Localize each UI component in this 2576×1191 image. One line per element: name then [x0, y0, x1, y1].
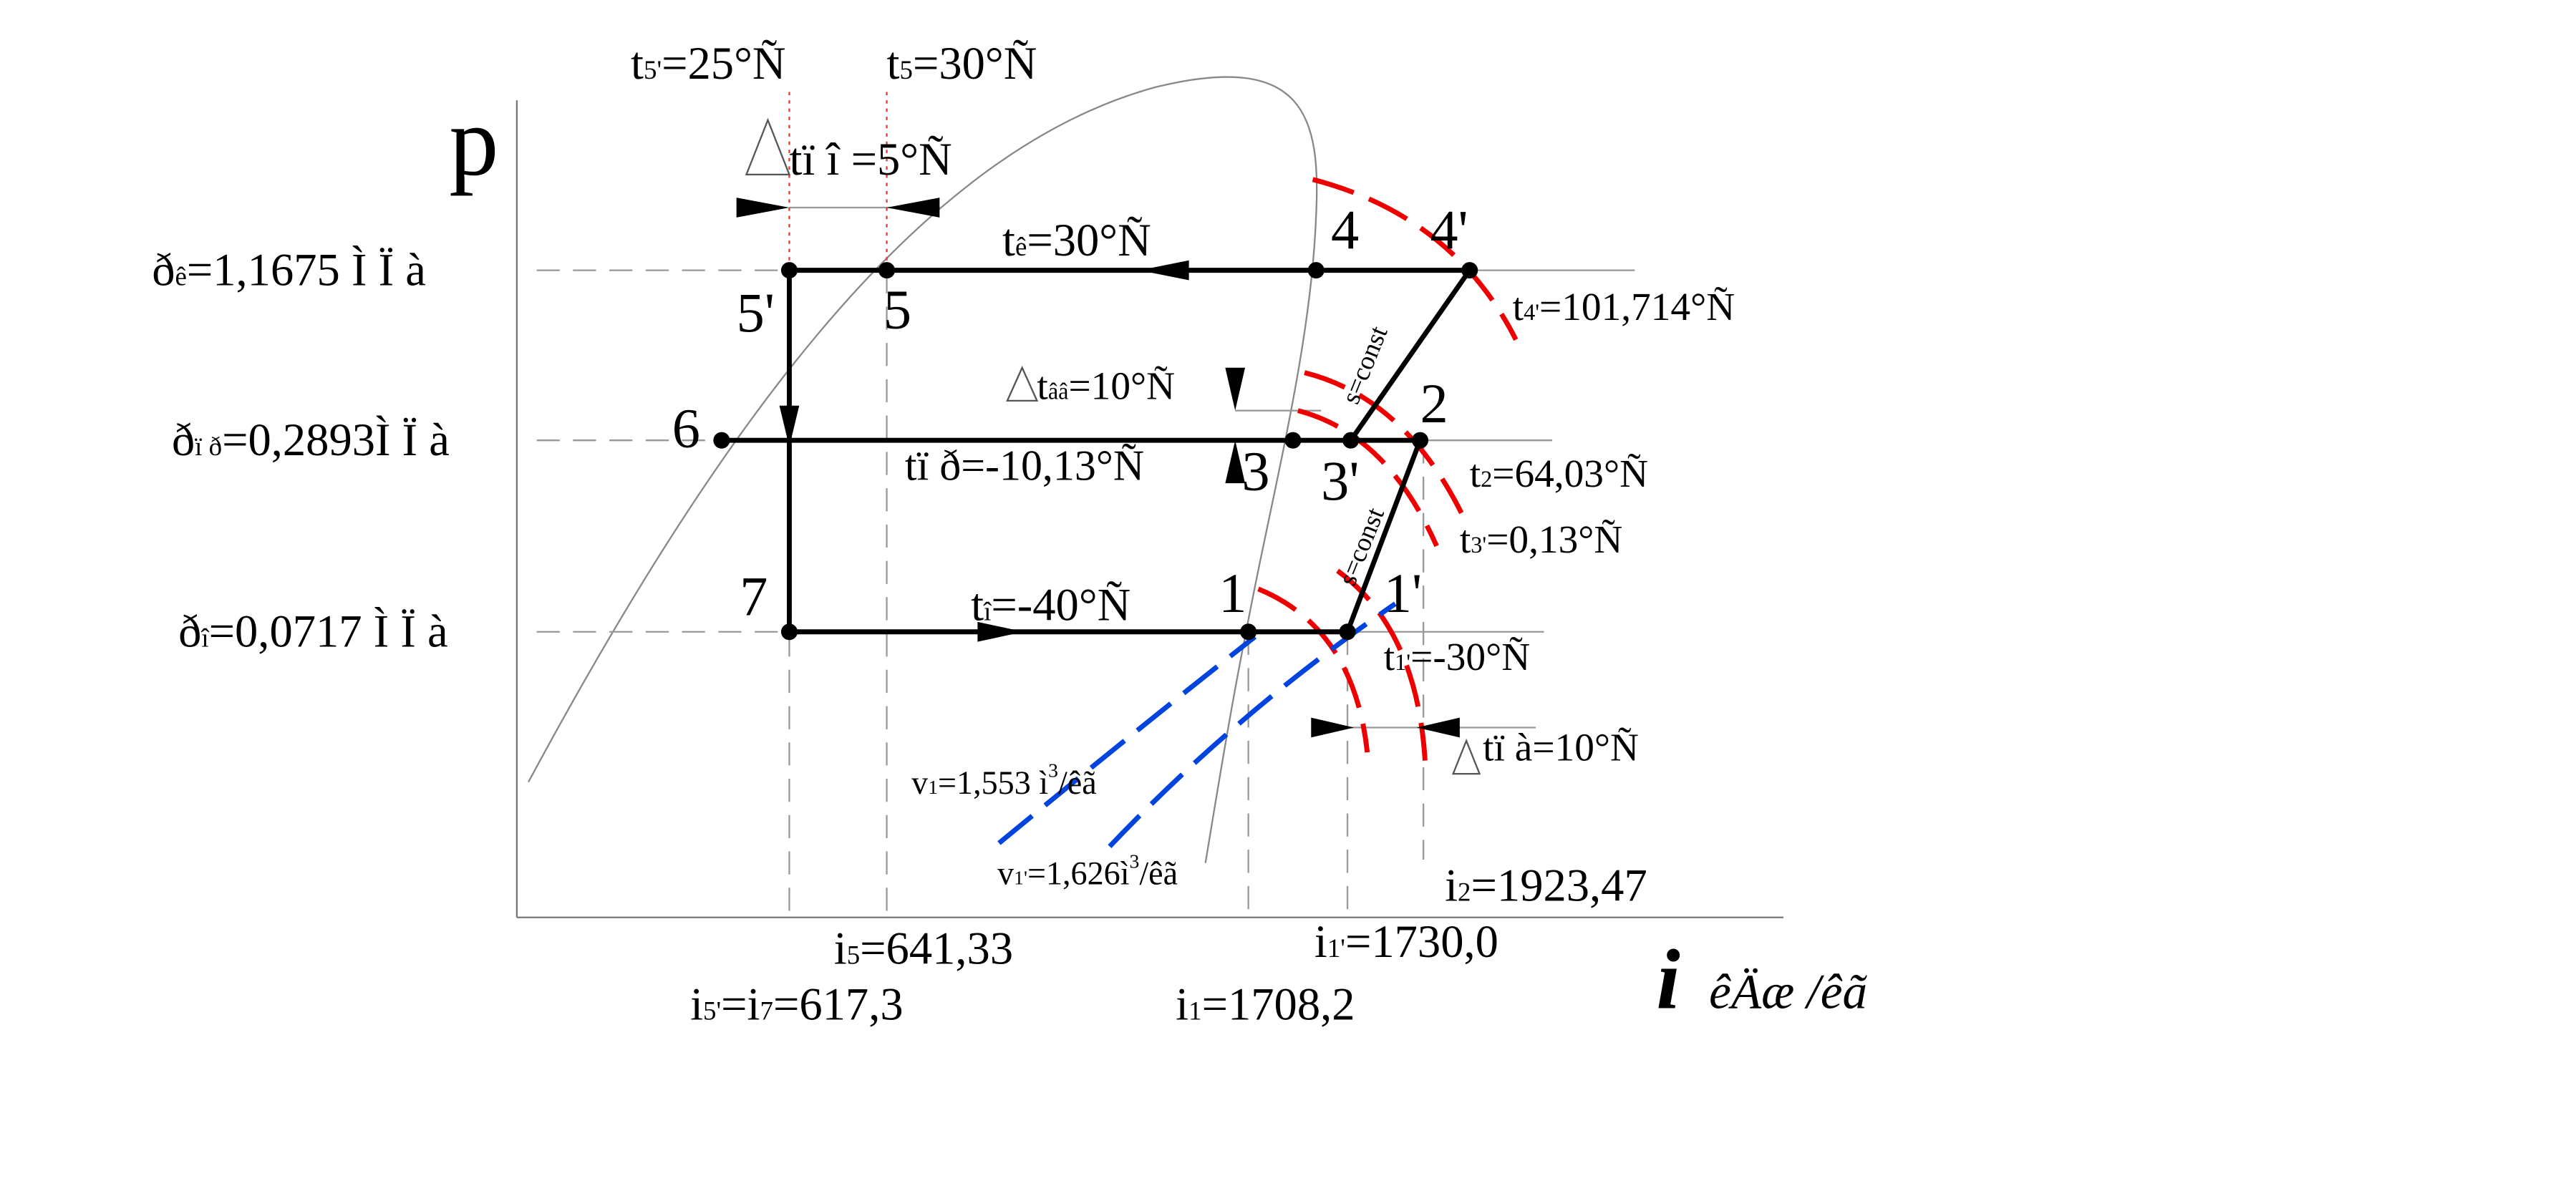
temp-t5p: t5'=25°Ñ — [631, 37, 785, 89]
temp-t0: tî=-40°Ñ — [971, 579, 1130, 631]
temp-dt-po: tï î =5°Ñ — [789, 133, 952, 185]
temp-t5: t5=30°Ñ — [887, 37, 1037, 89]
pressure-ppr-label: ðï ð=0,2893Ì Ï à — [172, 414, 450, 465]
point-label-3p: 3' — [1321, 449, 1359, 512]
volume-v1p: v1'=1,626ì3/êã — [997, 850, 1178, 892]
y-axis-label: p — [449, 87, 498, 196]
temp-dt-pa: tï à=10°Ñ — [1483, 726, 1639, 769]
compression-1p-2 — [1345, 439, 1423, 633]
pressure-p0-label: ðî=0,0717 Ì Ï à — [178, 605, 448, 656]
enthalpy-i2: i2=1923,47 — [1445, 860, 1647, 911]
point-label-4: 4 — [1331, 199, 1359, 261]
point-label-5: 5 — [883, 278, 911, 340]
temp-dt-vv: tââ=10°Ñ — [1037, 364, 1175, 408]
x-axis-unit: êÄæ /êã — [1709, 964, 1867, 1019]
pressure-pk-label: ðê=1,1675 Ì Ï à — [152, 243, 426, 295]
point-label-5p: 5' — [737, 281, 775, 344]
point-label-3: 3 — [1241, 439, 1269, 502]
compression-3p-4p — [1348, 268, 1472, 442]
temp-t3p: t3'=0,13°Ñ — [1460, 517, 1623, 561]
enthalpy-i1: i1=1708,2 — [1176, 978, 1355, 1030]
point-label-1: 1 — [1219, 562, 1246, 624]
isotherm-upper-b — [1297, 408, 1439, 548]
x-axis-label: i — [1656, 932, 1680, 1027]
isotherm-upper-a — [1304, 370, 1464, 515]
enthalpy-i1p: i1'=1730,0 — [1314, 915, 1498, 967]
point-label-2: 2 — [1420, 372, 1448, 434]
enthalpy-i5: i5=641,33 — [834, 922, 1013, 973]
point-label-7: 7 — [740, 565, 768, 628]
temp-t1p: t1'=-30°Ñ — [1384, 635, 1530, 679]
enthalpy-i5p-i7: i5'=i7=617,3 — [690, 978, 904, 1030]
isotherm-t4p — [1312, 177, 1519, 341]
temp-t2: t2=64,03°Ñ — [1470, 452, 1648, 495]
point-label-1p: 1' — [1384, 562, 1422, 624]
volume-v1: v1=1,553 ì3/êã — [911, 759, 1097, 801]
point-label-4p: 4' — [1430, 199, 1468, 261]
temp-tpr: tï ð=-10,13°Ñ — [905, 442, 1144, 490]
point-label-6: 6 — [672, 397, 700, 459]
temp-t4p: t4'=101,714°Ñ — [1513, 285, 1735, 329]
temp-tk: tê=30°Ñ — [1002, 214, 1151, 266]
